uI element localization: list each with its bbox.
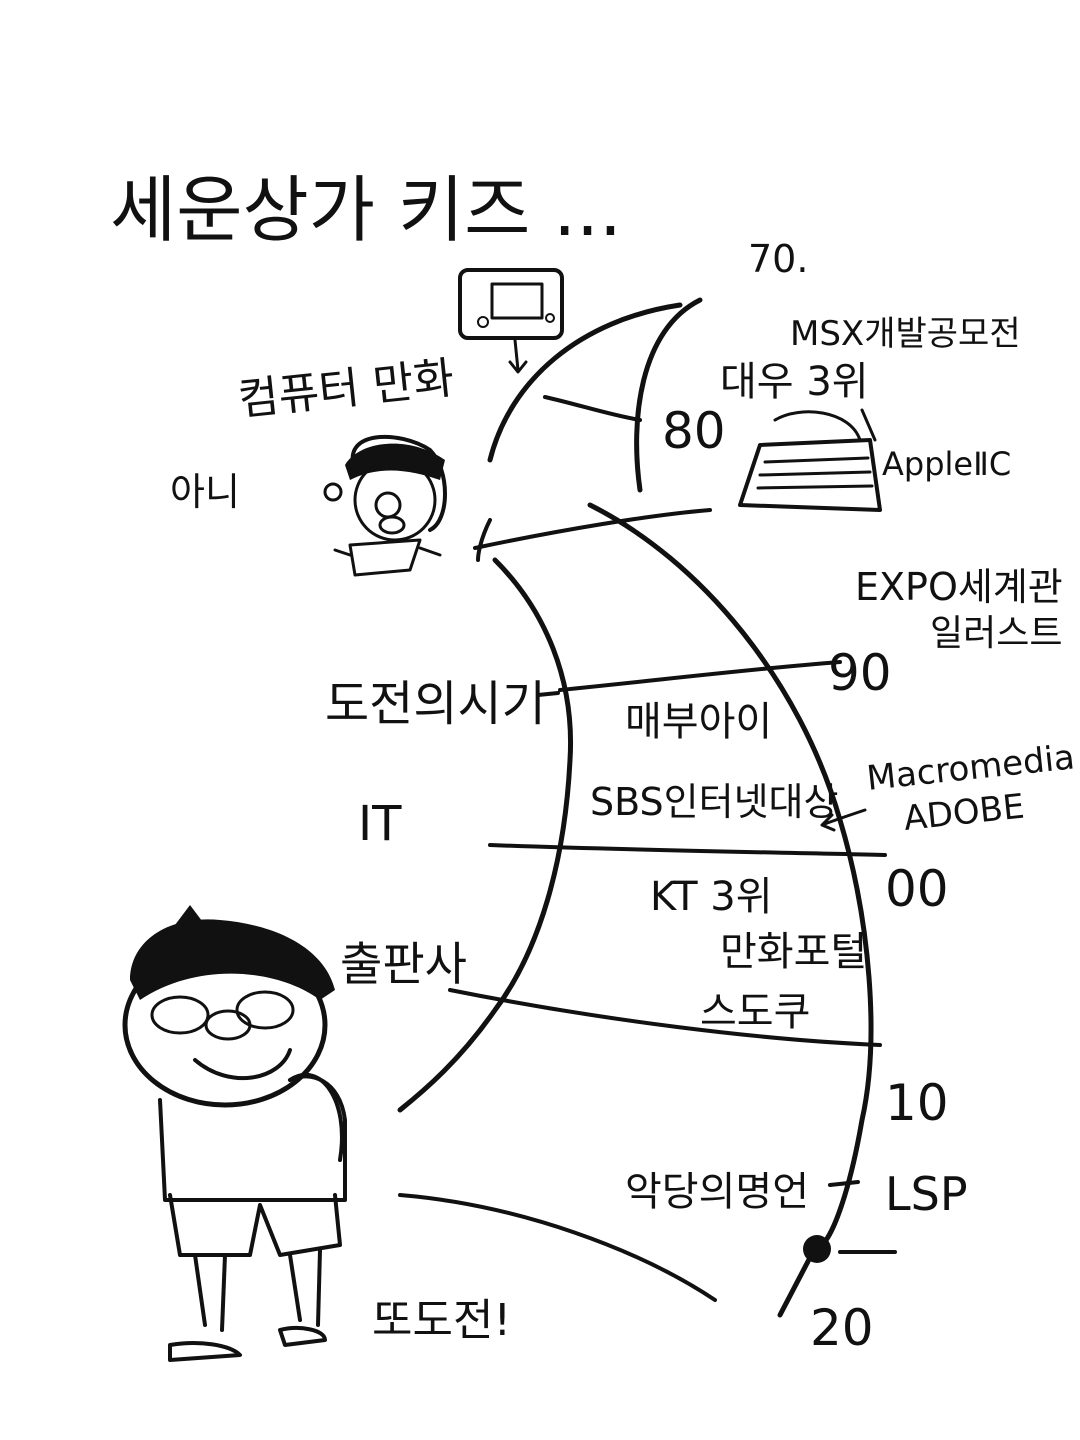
decade-10s: 10 [885,1074,949,1132]
present-marker [803,1235,831,1263]
label-macromedia: Macromedia [865,737,1077,799]
apple-computer-icon [738,408,882,512]
timeline-right-upper-arc [634,297,703,493]
arrow-icon [820,808,867,832]
tick-challenge [536,691,560,697]
label-apple: AppleⅡC [882,445,1011,483]
label-sbs-award: SBS인터넷대상 [590,780,838,824]
decade-00s: 00 [885,860,949,918]
label-era-challenge: 도전의시기 [325,676,546,732]
label-maegaaei: 매부아이 [625,699,772,745]
timeline-inner-curve [397,557,574,1113]
decade-90s: 90 [828,644,892,702]
decade-70s: 70. [748,237,808,281]
title: 세운상가 키즈 ... [110,168,622,252]
label-kt: KT 3위 [650,874,773,920]
label-computer-comic: 컴퓨터 만화 [236,353,457,426]
divider-20s [398,1193,717,1302]
label-daewoo: 대우 3위 [720,359,869,405]
label-lsp: LSP [885,1167,968,1221]
label-adobe: ADOBE [902,787,1027,839]
divider-80s [473,508,712,550]
label-publisher: 출판사 [340,937,467,991]
divider-00s [488,843,887,857]
tick-lsp [828,1180,860,1187]
boy-character [323,434,447,577]
decade-20s: 20 [810,1299,874,1357]
computer-icon [458,268,564,374]
divider-10s [448,988,882,1047]
divider-computer-comic [543,395,642,422]
label-illust: 일러스트 [930,613,1062,654]
decade-80s: 80 [662,402,726,460]
label-msx: MSX개발공모전 [790,314,1021,354]
label-again-challenge: 또도전! [372,1295,511,1346]
label-it: IT [358,796,402,852]
man-character [122,905,347,1362]
timeline-inner-start [476,518,492,562]
label-stoku: 스도쿠 [700,989,810,1035]
label-no: 아니 [170,470,240,514]
label-villain-quote: 악당의명언 [625,1169,809,1215]
divider-90s [558,660,842,692]
timeline-outer-curve [587,502,874,1318]
timeline-top-arc [487,302,683,463]
label-expo: EXPO세계관 [855,565,1063,609]
label-manhwa-portal: 만화포털 [720,929,867,975]
